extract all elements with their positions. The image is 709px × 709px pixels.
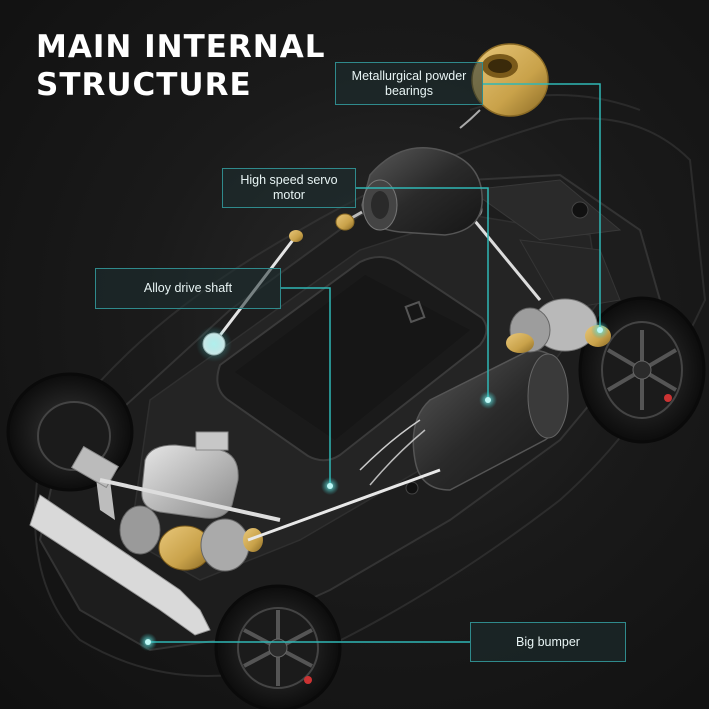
callout-leaders (148, 83, 601, 643)
callout-bearings-line-2: bearings (385, 83, 433, 98)
headline: MAIN INTERNAL STRUCTURE (36, 28, 325, 104)
callout-bearings-line-1: Metallurgical powder (351, 68, 467, 83)
headline-line-1: MAIN INTERNAL (36, 29, 326, 65)
exploded-bearing (459, 43, 549, 129)
drive-motor (359, 349, 569, 491)
callout-dots (139, 321, 609, 651)
rear-wheel-right (578, 296, 706, 444)
steering-servo (141, 431, 239, 519)
battery-cover (216, 256, 488, 462)
callout-servo-motor-label: High speed servo motor (240, 173, 338, 202)
callout-bearings: Metallurgical powder bearings (335, 62, 483, 105)
front-bumper-assembly (29, 445, 281, 636)
callout-servo-motor: High speed servo motor (222, 168, 356, 208)
front-wheel-right (214, 584, 342, 709)
headline-line-2: STRUCTURE (36, 67, 252, 103)
callout-drive-shaft: Alloy drive shaft (95, 268, 281, 309)
callout-bumper-label: Big bumper (516, 634, 580, 649)
exploded-servo-motor (335, 147, 483, 236)
front-differential (119, 505, 263, 572)
callout-drive-shaft-label: Alloy drive shaft (143, 281, 233, 295)
callout-bumper: Big bumper (470, 622, 626, 662)
